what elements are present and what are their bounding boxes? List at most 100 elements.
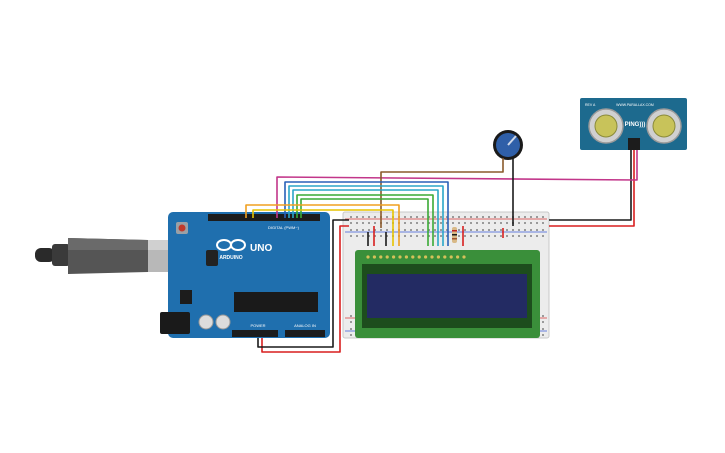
wire-sensor-sig[interactable] <box>276 150 638 218</box>
lcd-16x2-display[interactable] <box>355 250 540 338</box>
wire-arduino-gnd[interactable] <box>257 219 349 348</box>
breadboard-hole <box>458 229 460 231</box>
breadboard-hole <box>368 222 370 224</box>
breadboard-hole <box>434 216 436 218</box>
breadboard-hole <box>500 222 502 224</box>
breadboard-hole <box>506 222 508 224</box>
breadboard-hole <box>440 222 442 224</box>
breadboard-hole <box>536 222 538 224</box>
lcd-pin <box>404 255 408 259</box>
usb-cable[interactable] <box>35 238 176 274</box>
arduino-logo-icon <box>216 239 246 251</box>
breadboard-hole <box>530 235 532 237</box>
breadboard-hole <box>404 216 406 218</box>
breadboard-hole <box>446 222 448 224</box>
lcd-pin <box>379 255 383 259</box>
wire-lcd-d4[interactable] <box>284 181 449 246</box>
breadboard-hole <box>458 235 460 237</box>
breadboard-hole <box>374 235 376 237</box>
breadboard-hole <box>500 229 502 231</box>
breadboard-hole <box>470 222 472 224</box>
breadboard-hole <box>452 216 454 218</box>
lcd-pin <box>424 255 428 259</box>
breadboard-hole <box>368 216 370 218</box>
breadboard-hole <box>530 216 532 218</box>
wire-sensor-5v[interactable] <box>549 150 635 227</box>
lcd-pin <box>462 255 466 259</box>
breadboard-hole <box>428 235 430 237</box>
breadboard-hole <box>440 216 442 218</box>
breadboard-hole <box>494 229 496 231</box>
ping-ultrasonic-sensor[interactable]: WWW.PARALLAX.COM PING))) REV A <box>580 98 687 150</box>
breadboard-hole <box>476 229 478 231</box>
lcd-pin <box>398 255 402 259</box>
resistor[interactable] <box>452 227 457 243</box>
breadboard-hole <box>446 235 448 237</box>
breadboard-hole <box>416 216 418 218</box>
analog-header <box>285 330 325 337</box>
lcd-pin <box>385 255 389 259</box>
breadboard-hole <box>350 216 352 218</box>
wire-lcd-d6[interactable] <box>292 189 439 246</box>
breadboard-hole <box>470 235 472 237</box>
breadboard-hole <box>524 229 526 231</box>
breadboard-hole <box>488 222 490 224</box>
breadboard-hole <box>356 229 358 231</box>
lcd-pin <box>372 255 376 259</box>
lcd-pin <box>449 255 453 259</box>
breadboard-hole <box>362 229 364 231</box>
breadboard-hole <box>350 334 352 336</box>
breadboard-hole <box>440 229 442 231</box>
lcd-pin <box>366 255 370 259</box>
breadboard-hole <box>428 229 430 231</box>
breadboard-hole <box>416 229 418 231</box>
breadboard-hole <box>374 222 376 224</box>
breadboard-hole <box>380 229 382 231</box>
breadboard-hole <box>356 222 358 224</box>
breadboard-hole <box>404 229 406 231</box>
wire-sensor-gnd[interactable] <box>549 150 632 221</box>
breadboard-hole <box>542 315 544 317</box>
breadboard-hole <box>542 216 544 218</box>
sensor-model-text: PING))) <box>625 122 646 128</box>
wire-lcd-d7[interactable] <box>296 194 434 246</box>
wire-lcd-en[interactable] <box>300 198 429 246</box>
breadboard-hole <box>404 235 406 237</box>
wire-pot-wiper[interactable] <box>380 158 504 228</box>
breadboard-hole <box>530 229 532 231</box>
lcd-pin <box>411 255 415 259</box>
wire-lcd-rs[interactable] <box>245 204 400 246</box>
breadboard-hole <box>464 216 466 218</box>
wire-lcd-d5[interactable] <box>288 185 444 246</box>
lcd-pin <box>430 255 434 259</box>
breadboard-hole <box>482 229 484 231</box>
breadboard-hole <box>536 216 538 218</box>
lcd-pin <box>456 255 460 259</box>
breadboard-hole <box>482 222 484 224</box>
lcd-pins <box>366 255 466 259</box>
breadboard-hole <box>476 222 478 224</box>
breadboard-hole <box>386 229 388 231</box>
breadboard-hole <box>488 229 490 231</box>
breadboard-hole <box>470 229 472 231</box>
breadboard-hole <box>422 222 424 224</box>
sensor-brand-text: WWW.PARALLAX.COM <box>616 103 654 107</box>
breadboard-hole <box>494 222 496 224</box>
lcd-pin <box>443 255 447 259</box>
breadboard-hole <box>458 222 460 224</box>
arduino-uno-board[interactable]: ARDUINO UNO DIGITAL (PWM~) POWER ANALOG … <box>160 212 330 338</box>
breadboard-hole <box>350 321 352 323</box>
breadboard-hole <box>488 235 490 237</box>
wire-lcd-rw[interactable] <box>252 209 394 246</box>
breadboard-hole <box>542 328 544 330</box>
breadboard-hole <box>518 216 520 218</box>
breadboard-hole <box>410 222 412 224</box>
power-header <box>232 330 278 337</box>
potentiometer[interactable] <box>493 130 523 160</box>
lcd-pin <box>392 255 396 259</box>
icsp-header <box>180 290 192 304</box>
breadboard-hole <box>374 216 376 218</box>
breadboard-hole <box>536 235 538 237</box>
lcd-screen <box>367 274 527 318</box>
lcd-pin <box>417 255 421 259</box>
